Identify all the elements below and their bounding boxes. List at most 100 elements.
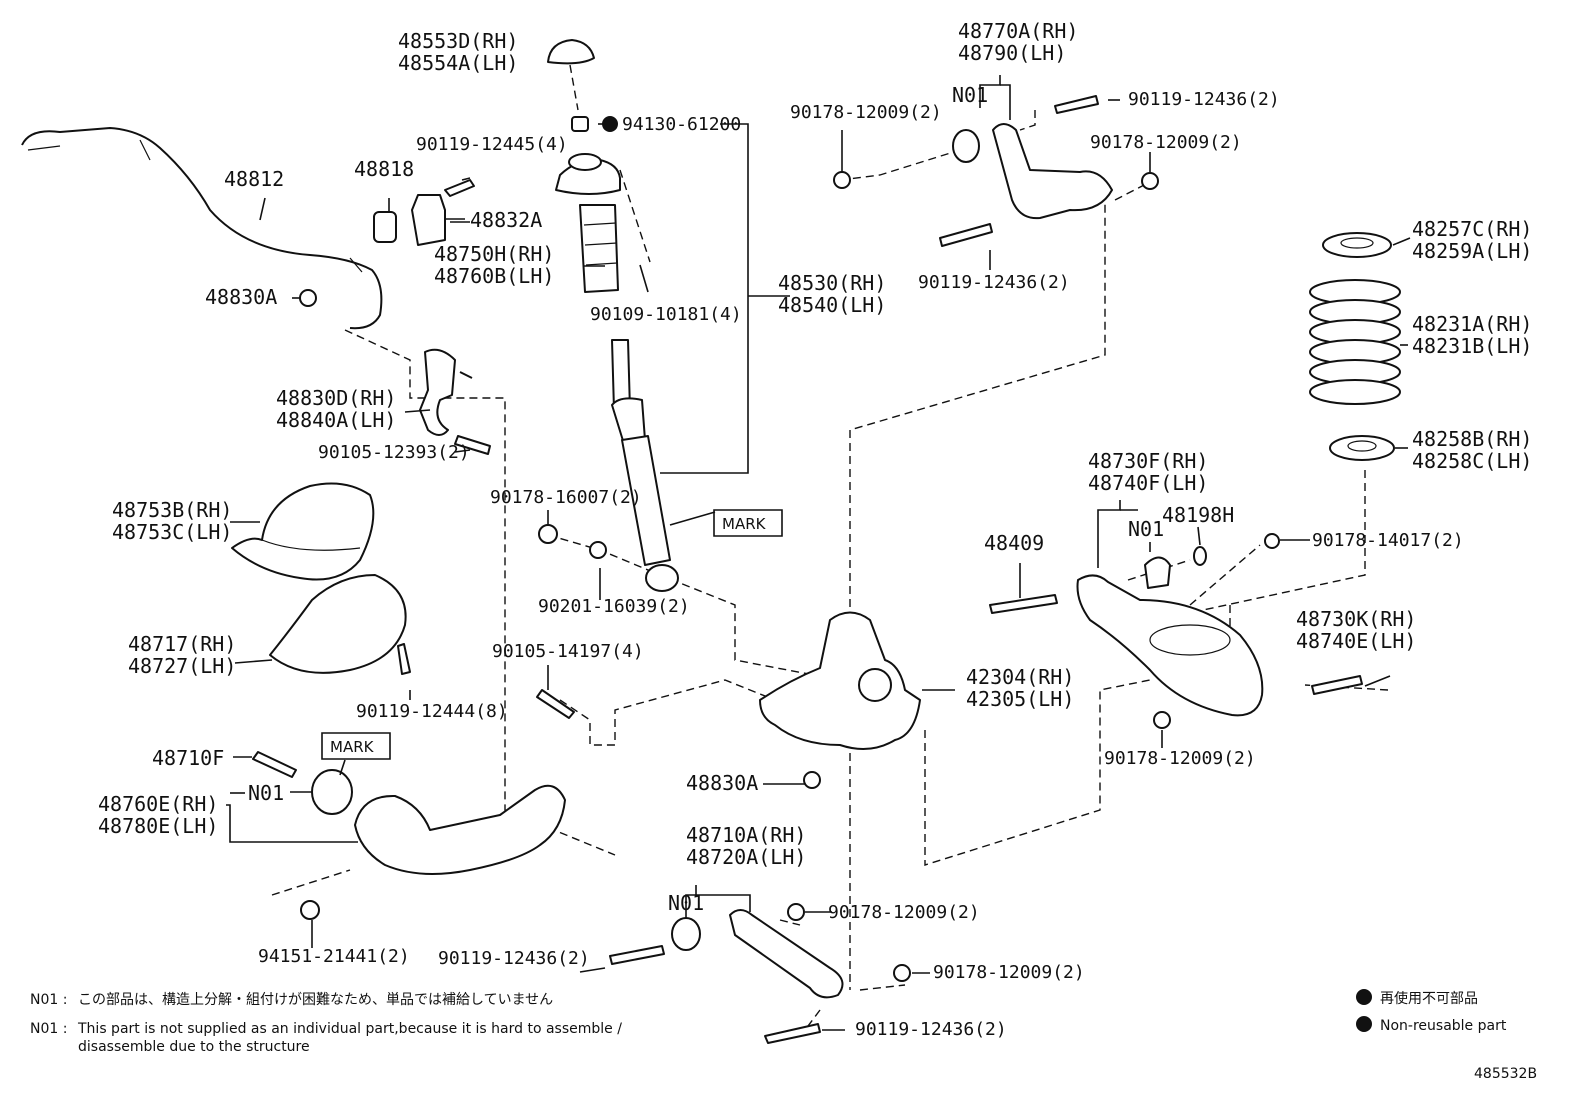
part-labels: 48553D(RH) 48554A(LH) 94130-61200 90119-… (98, 19, 1532, 1040)
notes: N01 : この部品は、構造上分解・組付けが困難なため、単品では補給していません… (30, 992, 622, 1055)
nut-94151 (300, 900, 320, 920)
label-90178-12009-r: 90178-12009(2) (1104, 748, 1256, 769)
nut-90178-12009-tl (833, 171, 851, 189)
nut-90178-16007 (538, 524, 558, 544)
spring-seat-recess (1149, 624, 1231, 656)
link-bolt (459, 371, 473, 379)
label-90119-12445: 90119-12445(4) (416, 134, 568, 155)
label-48750h: 48750H(RH) (434, 242, 554, 266)
stabilizer-bracket (411, 194, 446, 246)
nut-48830a-bottom (803, 771, 821, 789)
spring-support (269, 574, 407, 674)
label-90119-12444: 90119-12444(8) (356, 701, 508, 722)
bolt-90119-12436-b (764, 1023, 821, 1044)
washer-90201 (589, 541, 607, 559)
label-94151: 94151-21441(2) (258, 946, 410, 967)
bolt-90119-12436-m (939, 223, 993, 247)
bolt-90119-12436-tr (1054, 95, 1099, 114)
upper-spring-seat (1322, 232, 1392, 258)
upper-arm-bushing (952, 129, 980, 163)
label-90105-12393: 90105-12393(2) (318, 442, 470, 463)
dust-boot (579, 204, 619, 293)
coil-spring (1309, 279, 1401, 405)
label-48780e: 48780E(LH) (98, 814, 218, 838)
nut-90178-14017 (1264, 533, 1280, 549)
label-48258c: 48258C(LH) (1412, 449, 1532, 473)
rear-axle-knuckle (759, 611, 921, 750)
svg-text:MARK: MARK (722, 515, 767, 533)
legend-dot-jp (1356, 989, 1372, 1005)
label-42305: 42305(LH) (966, 687, 1074, 711)
stabilizer-bushing (373, 211, 397, 243)
label-48530: 48530(RH) (778, 271, 886, 295)
bump-stopper-washer (1193, 546, 1207, 566)
trailing-arm (354, 784, 566, 875)
label-90178-12009-tr: 90178-12009(2) (1090, 132, 1242, 153)
label-48753c: 48753C(LH) (112, 520, 232, 544)
label-48720a: 48720A(LH) (686, 845, 806, 869)
nut-90178-12009-b2 (893, 964, 911, 982)
svg-text:MARK: MARK (330, 738, 375, 756)
bump-stopper (1144, 556, 1171, 589)
knuckle-hub (858, 668, 892, 702)
label-48753b: 48753B(RH) (112, 498, 232, 522)
trailing-arm-bushing (311, 769, 353, 815)
label-48409: 48409 (984, 531, 1044, 555)
label-90178-16007: 90178-16007(2) (490, 487, 642, 508)
label-48840a: 48840A(LH) (276, 408, 396, 432)
label-90178-14017: 90178-14017(2) (1312, 530, 1464, 551)
label-94130: 94130-61200 (622, 114, 741, 135)
label-48832a: 48832A (470, 208, 542, 232)
note-en-line2: disassemble due to the structure (78, 1039, 310, 1055)
nut-90178-12009-b1 (787, 903, 805, 921)
label-48730f: 48730F(RH) (1088, 449, 1208, 473)
bolt-90119-12445 (444, 179, 475, 197)
nut-90178-12009-r (1153, 711, 1171, 729)
bolt-90119-12436-bl (609, 945, 665, 965)
label-42304: 42304(RH) (966, 665, 1074, 689)
label-48717: 48717(RH) (128, 632, 236, 656)
stabilizer-bar (21, 127, 383, 330)
label-48812: 48812 (224, 167, 284, 191)
bolt-90105-12393 (454, 435, 491, 455)
label-48830a-top: 48830A (205, 285, 277, 309)
bolt-48730k (1311, 675, 1363, 695)
shock-nut (571, 116, 589, 132)
bolt-48409 (989, 594, 1058, 614)
non-reusable-marker-94130 (602, 116, 618, 132)
label-48790: 48790(LH) (958, 41, 1066, 65)
legend-jp: 再使用不可部品 (1380, 990, 1478, 1007)
label-48730k: 48730K(RH) (1296, 607, 1416, 631)
label-48554a: 48554A(LH) (398, 51, 518, 75)
label-90178-12009-b2: 90178-12009(2) (933, 962, 1085, 983)
label-n01-upper: N01 (952, 83, 988, 107)
label-90201: 90201-16039(2) (538, 596, 690, 617)
label-90109: 90109-10181(4) (590, 304, 742, 325)
label-48198h: 48198H (1162, 503, 1234, 527)
bolt-48710f (252, 751, 297, 778)
label-90119-12436-bl: 90119-12436(2) (438, 948, 590, 969)
label-48760b: 48760B(LH) (434, 264, 554, 288)
shock-absorber-tube (621, 435, 671, 566)
label-48231a: 48231A(RH) (1412, 312, 1532, 336)
label-n01-trailing: N01 (248, 781, 284, 805)
label-48727: 48727(LH) (128, 654, 236, 678)
lower-arm (729, 909, 844, 999)
lower-control-arm (1076, 574, 1264, 717)
label-48553d: 48553D(RH) (398, 29, 518, 53)
leader-lines (226, 75, 1411, 1031)
label-48710a: 48710A(RH) (686, 823, 806, 847)
label-n01-control: N01 (1128, 517, 1164, 541)
lower-arm-bushing (671, 917, 701, 951)
label-48760e: 48760E(RH) (98, 792, 218, 816)
label-48830a-bottom: 48830A (686, 771, 758, 795)
label-90119-12436-b: 90119-12436(2) (855, 1019, 1007, 1040)
label-90105-14197: 90105-14197(4) (492, 641, 644, 662)
label-48257c: 48257C(RH) (1412, 217, 1532, 241)
label-48818: 48818 (354, 157, 414, 181)
label-48710f: 48710F (152, 746, 224, 770)
legend-dot-en (1356, 1016, 1372, 1032)
label-48259a: 48259A(LH) (1412, 239, 1532, 263)
shock-absorber-body (611, 397, 646, 445)
